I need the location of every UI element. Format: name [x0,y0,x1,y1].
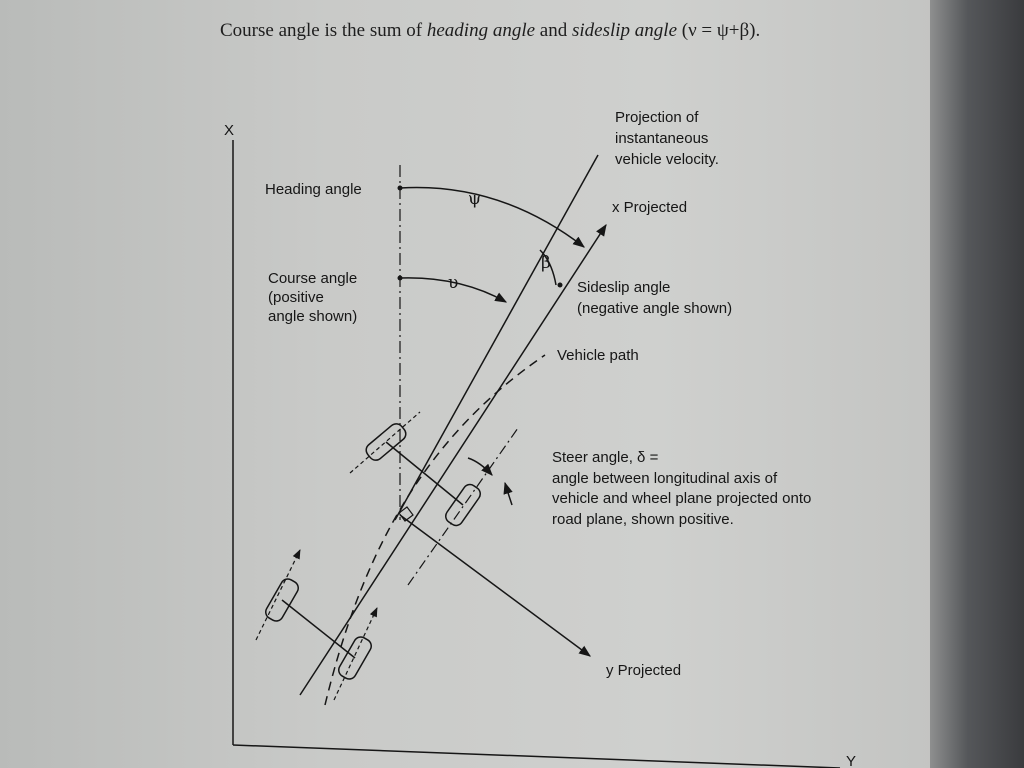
y-projected-axis [399,514,591,657]
steer-angle-arc [467,457,493,476]
vehicle-path-label: Vehicle path [557,347,639,364]
caption-sideslip-term: sideslip angle [571,20,678,41]
sideslip-angle-label-line2: (negative angle shown) [577,300,732,317]
projection-label-line1: Projection of [615,109,699,126]
course-angle-arc [399,277,508,303]
global-y-axis [232,744,841,768]
steer-angle-label-line3: vehicle and wheel plane projected onto [552,490,811,507]
front-left-wheel-axis [349,411,421,474]
rear-left-wheel-axis [255,549,301,641]
figure-caption: Course angle is the sum of heading angle… [220,20,760,42]
heading-angle-arc [399,186,585,248]
y-projected-label: y Projected [606,662,681,679]
x-projected-label: x Projected [612,199,687,216]
course-angle-point [397,275,403,281]
page-edge-shadow [930,0,1024,768]
rear-right-wheel [338,636,372,680]
steer-angle-arc-lower [503,481,513,506]
projection-label-line2: instantaneous [615,130,708,147]
steer-angle-label-line2: angle between longitudinal axis of [552,470,778,487]
caption-prefix: Course angle is the sum of [220,20,427,41]
right-angle-marker [398,506,414,522]
beta-symbol: β [541,253,551,273]
caption-formula: (ν = ψ+β). [677,20,761,41]
sideslip-angle-label-line1: Sideslip angle [577,279,670,296]
course-angle-label-line2: (positive [268,289,324,306]
nu-symbol: υ [448,273,458,293]
rear-left-wheel [265,578,299,622]
front-left-wheel [365,423,407,461]
front-right-wheel-axis [407,427,519,586]
psi-symbol: ψ [468,189,481,209]
rear-right-wheel-axis [333,607,378,701]
course-angle-label-line1: Course angle [268,270,357,287]
velocity-projection-line [394,154,599,521]
y-axis-label: Y [846,753,856,768]
caption-heading-term: heading angle [426,20,536,41]
steer-angle-label-line4: road plane, shown positive. [552,511,734,528]
vehicle-path-curve [324,354,546,706]
front-axle [385,441,464,506]
front-right-wheel [445,483,481,527]
course-angle-label-line3: angle shown) [268,308,357,325]
x-axis-label: X [224,122,234,139]
projection-label-line3: vehicle velocity. [615,151,719,168]
steer-angle-label-line1: Steer angle, δ = [552,449,659,466]
caption-mid: and [535,20,572,41]
sideslip-angle-point [557,282,563,288]
rear-axle [281,599,356,659]
heading-angle-point [397,185,403,191]
vehicle-angle-diagram: X Y Projection of instantaneous vehicle … [224,109,856,768]
sideslip-angle-arc [539,249,557,286]
heading-angle-label: Heading angle [265,181,362,198]
